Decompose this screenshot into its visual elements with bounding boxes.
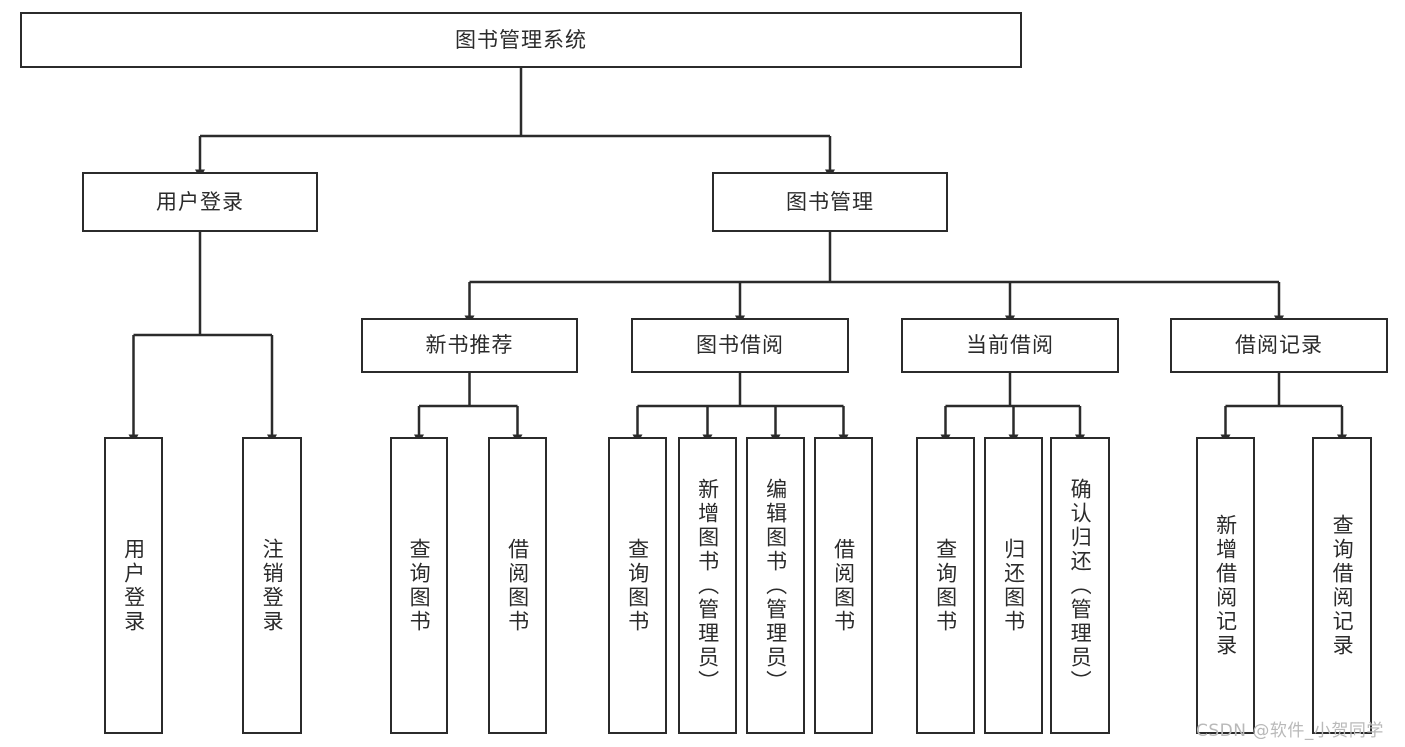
node-label-leaf-borrow-book-1: 借阅图书 <box>505 537 530 634</box>
node-leaf-query-book-3[interactable]: 查询图书 <box>916 437 975 734</box>
node-leaf-query-book-2[interactable]: 查询图书 <box>608 437 667 734</box>
node-label-new-book-rec: 新书推荐 <box>425 333 514 358</box>
node-current-borrow[interactable]: 当前借阅 <box>901 318 1119 373</box>
node-label-book-manage: 图书管理 <box>786 189 874 214</box>
node-book-manage[interactable]: 图书管理 <box>712 172 948 232</box>
node-label-leaf-edit-book: 编辑图书（管理员） <box>763 477 788 694</box>
node-book-borrow[interactable]: 图书借阅 <box>631 318 849 373</box>
node-label-leaf-query-book-2: 查询图书 <box>625 537 650 634</box>
node-label-root: 图书管理系统 <box>455 27 587 52</box>
node-leaf-query-record[interactable]: 查询借阅记录 <box>1312 437 1372 734</box>
node-leaf-borrow-book-1[interactable]: 借阅图书 <box>488 437 547 734</box>
node-label-leaf-borrow-book-2: 借阅图书 <box>831 537 856 634</box>
node-leaf-query-book-1[interactable]: 查询图书 <box>390 437 448 734</box>
node-label-user-login: 用户登录 <box>156 189 244 214</box>
node-new-book-rec[interactable]: 新书推荐 <box>361 318 578 373</box>
node-leaf-add-record[interactable]: 新增借阅记录 <box>1196 437 1255 734</box>
node-leaf-return-book[interactable]: 归还图书 <box>984 437 1043 734</box>
node-label-leaf-return-book: 归还图书 <box>1001 537 1026 634</box>
node-label-borrow-record: 借阅记录 <box>1235 333 1323 358</box>
node-label-book-borrow: 图书借阅 <box>696 333 784 358</box>
node-borrow-record[interactable]: 借阅记录 <box>1170 318 1388 373</box>
node-root[interactable]: 图书管理系统 <box>20 12 1022 68</box>
node-label-leaf-add-record: 新增借阅记录 <box>1213 513 1238 658</box>
node-leaf-add-book[interactable]: 新增图书（管理员） <box>678 437 737 734</box>
node-leaf-borrow-book-2[interactable]: 借阅图书 <box>814 437 873 734</box>
node-leaf-confirm-return[interactable]: 确认归还（管理员） <box>1050 437 1110 734</box>
node-user-login[interactable]: 用户登录 <box>82 172 318 232</box>
node-leaf-user-login[interactable]: 用户登录 <box>104 437 163 734</box>
node-label-leaf-query-record: 查询借阅记录 <box>1330 513 1355 658</box>
node-label-leaf-user-login: 用户登录 <box>121 537 146 634</box>
node-label-leaf-confirm-return: 确认归还（管理员） <box>1068 477 1093 694</box>
watermark-csdn: CSDN @软件_小贺同学 <box>1196 721 1384 741</box>
node-label-leaf-query-book-1: 查询图书 <box>407 537 432 634</box>
node-label-leaf-user-logout: 注销登录 <box>260 537 285 634</box>
node-label-leaf-add-book: 新增图书（管理员） <box>695 477 720 694</box>
node-label-leaf-query-book-3: 查询图书 <box>933 537 958 634</box>
node-leaf-user-logout[interactable]: 注销登录 <box>242 437 302 734</box>
node-label-current-borrow: 当前借阅 <box>966 333 1054 358</box>
node-leaf-edit-book[interactable]: 编辑图书（管理员） <box>746 437 805 734</box>
